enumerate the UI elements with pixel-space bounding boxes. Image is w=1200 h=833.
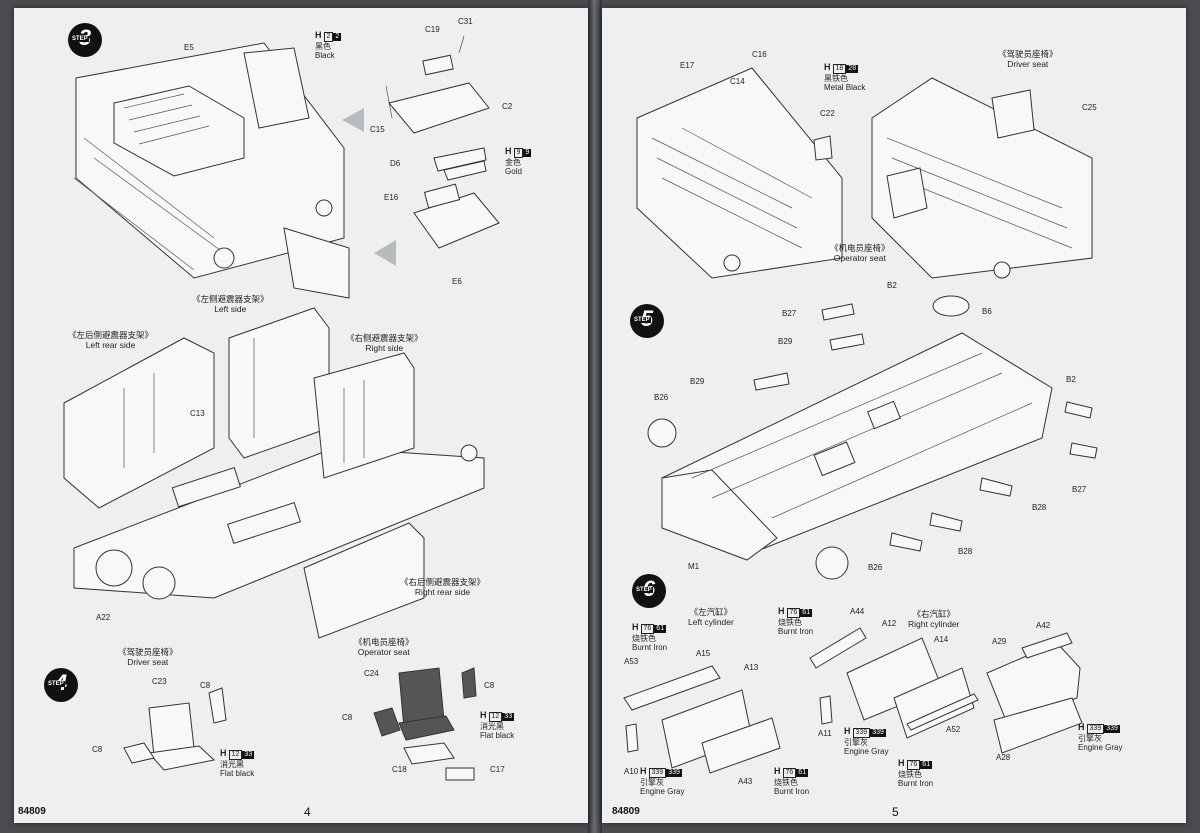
part-a29: A29 <box>992 637 1007 646</box>
part-c25: C25 <box>1082 103 1097 112</box>
caption-driver-seat-top: 《驾驶员座椅》Driver seat <box>998 49 1058 69</box>
part-d6: D6 <box>390 159 401 168</box>
part-c13: C13 <box>190 409 205 418</box>
caption-left-side: 《左侧避震器支架》Left side <box>192 294 269 314</box>
book-spine <box>588 0 602 833</box>
step4-seat-drawings <box>123 667 477 781</box>
caption-right-cylinder: 《右汽缸》Right cylinder <box>908 609 960 629</box>
suspension-drawing <box>63 307 485 639</box>
part-c16: C16 <box>752 50 767 59</box>
step3-step-text: STEP <box>71 36 89 42</box>
part-a53: A53 <box>624 657 639 666</box>
step5-hull-drawing <box>647 295 1098 580</box>
part-a43: A43 <box>738 777 753 786</box>
step4-badge: 4 STEP <box>44 668 78 702</box>
caption-driver-seat: 《驾驶员座椅》Driver seat <box>118 647 178 667</box>
step3-badge: 3 STEP <box>68 23 102 57</box>
part-b29-a: B29 <box>778 337 793 346</box>
right-page-code: 84809 <box>612 806 640 817</box>
step5-step-text: STEP <box>633 317 651 323</box>
step6-step-text: STEP <box>635 587 653 593</box>
part-b6: B6 <box>982 307 992 316</box>
part-a14: A14 <box>934 635 949 644</box>
part-a52: A52 <box>946 725 961 734</box>
part-b28-a: B28 <box>1032 503 1047 512</box>
part-b2-a: B2 <box>887 281 897 290</box>
caption-operator-seat: 《机电员座椅》Operator seat <box>354 637 414 657</box>
part-c22: C22 <box>820 109 835 118</box>
part-c14: C14 <box>730 77 745 86</box>
caption-right-side: 《右侧避震器支架》Right side <box>346 333 423 353</box>
part-a28: A28 <box>996 753 1011 762</box>
part-c8-d: C8 <box>342 713 353 722</box>
part-c8-a: C8 <box>200 681 211 690</box>
part-b26-b: B26 <box>868 563 883 572</box>
part-c8-b: C8 <box>92 745 103 754</box>
left-page-code: 84809 <box>18 806 46 817</box>
caption-left-rear-side: 《左后侧避震器支架》Left rear side <box>68 330 154 350</box>
part-a44: A44 <box>850 607 865 616</box>
part-a10: A10 <box>624 767 639 776</box>
part-c8-c: C8 <box>484 681 495 690</box>
part-c17: C17 <box>490 765 505 774</box>
right-page-number: 5 <box>892 805 899 819</box>
part-e5: E5 <box>184 43 194 52</box>
part-b26-a: B26 <box>654 393 669 402</box>
part-b27-a: B27 <box>782 309 797 318</box>
part-e16: E16 <box>384 193 399 202</box>
step5-badge: 5 STEP <box>630 304 664 338</box>
part-c23: C23 <box>152 677 167 686</box>
part-a11: A11 <box>818 729 832 738</box>
top-interior-drawing <box>636 67 1093 279</box>
part-a13: A13 <box>744 663 759 672</box>
part-c31: C31 <box>458 17 473 26</box>
step4-step-text: STEP <box>47 681 65 687</box>
left-page: 3 STEP E5 C19 C31 C2 C15 D6 E16 E6 H22 黑… <box>14 8 588 823</box>
part-m1: M1 <box>688 562 700 571</box>
part-a15: A15 <box>696 649 711 658</box>
step3-hull-drawing <box>73 42 350 299</box>
part-c18: C18 <box>392 765 407 774</box>
part-c19: C19 <box>425 25 440 34</box>
part-a22: A22 <box>96 613 111 622</box>
step3-parts-drawing <box>385 35 500 249</box>
part-c24: C24 <box>364 669 379 678</box>
caption-operator-seat-top: 《机电员座椅》Operator seat <box>830 243 890 263</box>
left-page-number: 4 <box>304 805 311 819</box>
caption-left-cylinder: 《左汽缸》Left cylinder <box>688 607 734 627</box>
part-b2-b: B2 <box>1066 375 1076 384</box>
step6-cylinder-drawings <box>623 627 1083 774</box>
right-page-drawings <box>623 67 1098 774</box>
part-b29-b: B29 <box>690 377 705 386</box>
part-c15: C15 <box>370 125 385 134</box>
part-b28-b: B28 <box>958 547 973 556</box>
part-e17: E17 <box>680 61 695 70</box>
part-e6: E6 <box>452 277 462 286</box>
caption-right-rear-side: 《右后侧避震器支架》Right rear side <box>400 577 486 597</box>
part-b27-b: B27 <box>1072 485 1087 494</box>
part-c2: C2 <box>502 102 513 111</box>
left-page-drawings <box>63 35 500 781</box>
step6-badge: 6 STEP <box>632 574 666 608</box>
part-a12: A12 <box>882 619 897 628</box>
part-a42: A42 <box>1036 621 1051 630</box>
